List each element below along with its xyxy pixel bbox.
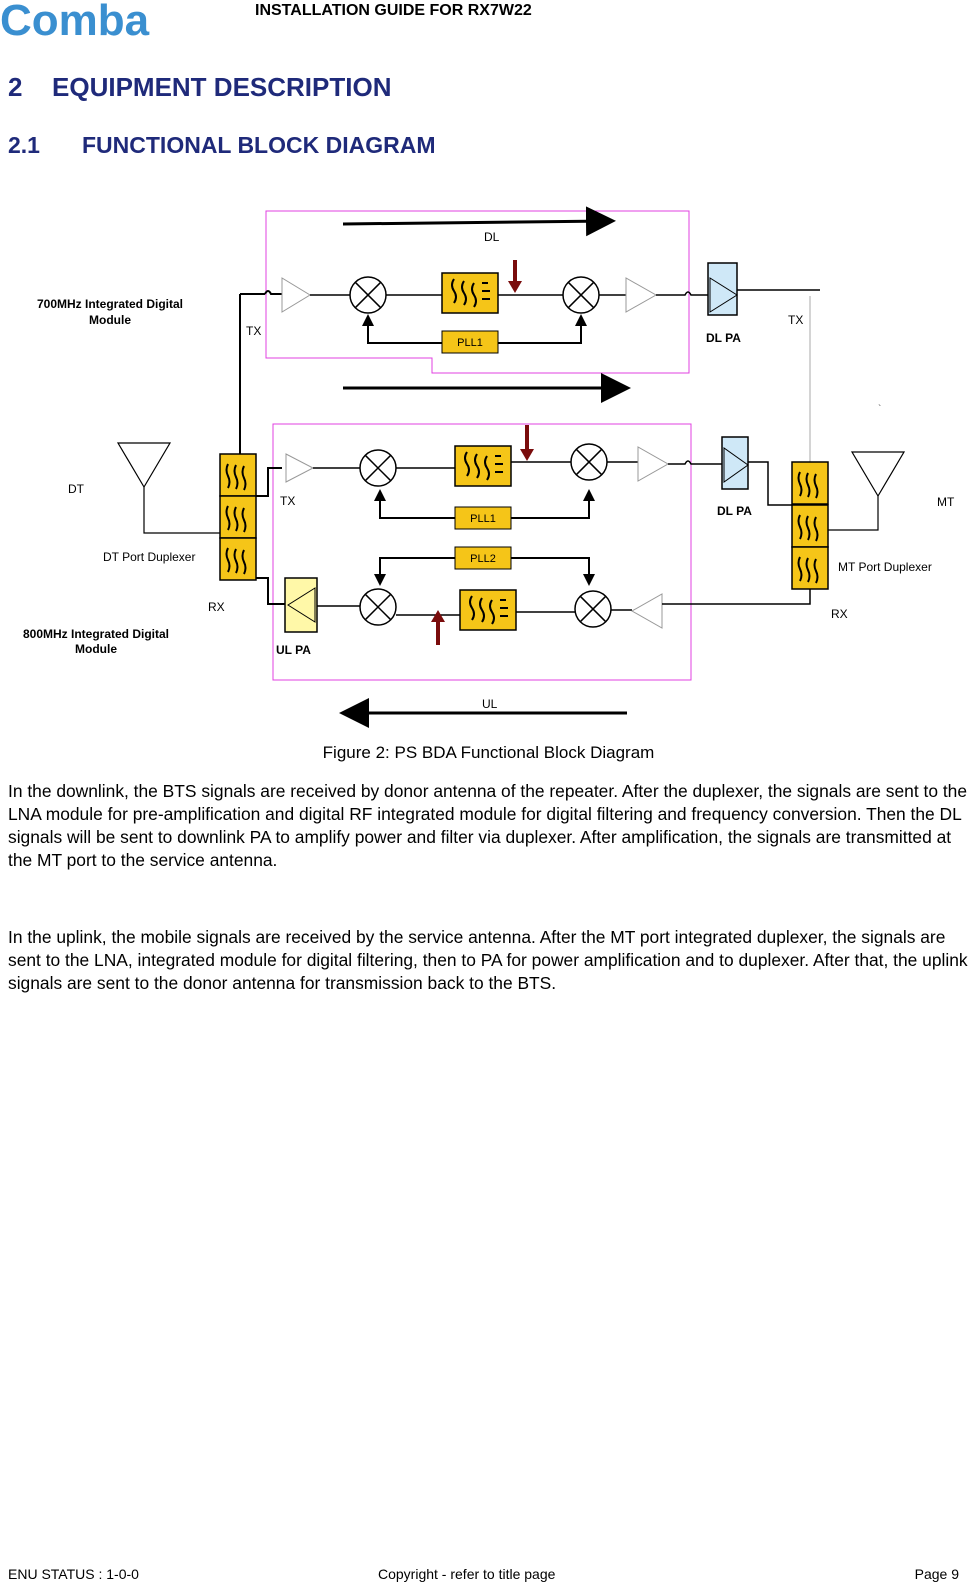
dt-duplexer-label: DT Port Duplexer <box>103 550 195 564</box>
rx-right-label: RX <box>831 607 848 621</box>
subsection-number: 2.1 <box>8 132 40 158</box>
dt-antenna-icon <box>116 442 172 489</box>
ul-label: UL <box>482 697 498 711</box>
footer-copyright: Copyright - refer to title page <box>378 1566 556 1582</box>
subsection-title: FUNCTIONAL BLOCK DIAGRAM <box>82 132 436 158</box>
comba-logo: Comba <box>0 0 150 42</box>
section-heading: 2 EQUIPMENT DESCRIPTION <box>8 72 391 103</box>
logo-text: Comba <box>0 0 150 42</box>
dt-duplexer-filter-2 <box>219 495 257 539</box>
red-arrow-top <box>508 281 522 293</box>
section-title: EQUIPMENT DESCRIPTION <box>52 72 392 102</box>
filter-mid-icon <box>454 445 512 487</box>
tx-mid-label: TX <box>280 494 295 508</box>
pll2-label: PLL2 <box>470 553 496 565</box>
dl-direction-arrow <box>342 206 616 237</box>
mixer-ul-1-icon <box>359 588 397 626</box>
mt-antenna-icon <box>850 451 906 498</box>
ul-pa-label: UL PA <box>276 643 311 657</box>
dl-pa-top-label: DL PA <box>706 331 741 345</box>
module-700-label-2: Module <box>89 313 131 327</box>
mt-duplexer-label: MT Port Duplexer <box>838 560 932 574</box>
subsection-heading: 2.1 FUNCTIONAL BLOCK DIAGRAM <box>8 132 436 159</box>
dt-duplexer-filter-3 <box>219 537 257 581</box>
figure-caption: Figure 2: PS BDA Functional Block Diagra… <box>322 743 655 762</box>
amp-top-icon <box>625 277 658 313</box>
tx-top-label: TX <box>246 324 261 338</box>
red-arrow-mid <box>520 449 534 461</box>
section-number: 2 <box>8 72 23 102</box>
lna-mid-icon <box>285 453 315 483</box>
mixer-top-2-icon <box>562 276 600 314</box>
rx-left-label: RX <box>208 600 225 614</box>
mixer-ul-2-icon <box>574 590 612 628</box>
pll1-top-label: PLL1 <box>457 337 483 349</box>
svg-text:`: ` <box>878 403 881 415</box>
footer-status: ENU STATUS : 1-0-0 <box>8 1566 139 1582</box>
mt-label: MT <box>937 495 955 509</box>
mixer-mid-2-icon <box>570 443 608 481</box>
module-800-label-2: Module <box>75 642 117 656</box>
dt-label: DT <box>68 482 85 496</box>
amp-mid-icon <box>637 446 670 482</box>
module-800-label-1: 800MHz Integrated Digital <box>23 627 169 641</box>
module-800-outline <box>272 423 692 681</box>
paragraph-uplink: In the uplink, the mobile signals are re… <box>8 927 968 993</box>
lna-top-icon <box>281 277 311 313</box>
mixer-top-1-icon <box>349 276 387 314</box>
dl-pa-mid-block <box>721 436 749 490</box>
mixer-mid-1-icon <box>359 449 397 487</box>
document-title: INSTALLATION GUIDE FOR RX7W22 <box>255 2 532 19</box>
red-arrow-ul <box>431 610 445 622</box>
dl-label: DL <box>484 230 500 244</box>
dl-pa-top-block <box>707 262 738 316</box>
functional-block-diagram: DL UL DT DT Port Duplexer 700MHz Integra… <box>23 206 955 728</box>
mt-duplexer-filter-2 <box>791 504 829 548</box>
ul-pa-block <box>284 577 318 633</box>
pll1-mid-label: PLL1 <box>470 513 496 525</box>
mt-duplexer-filter-3 <box>791 546 829 590</box>
filter-ul-icon <box>459 589 517 631</box>
module-700-label-1: 700MHz Integrated Digital <box>37 297 183 311</box>
dt-duplexer-filter-1 <box>219 453 257 497</box>
filter-top-icon <box>441 272 499 314</box>
module-700-outline <box>265 210 690 374</box>
dl-pa-mid-label: DL PA <box>717 504 752 518</box>
paragraph-downlink: In the downlink, the BTS signals are rec… <box>8 781 968 870</box>
tx-right-label: TX <box>788 313 803 327</box>
mt-duplexer-filter-1 <box>791 461 829 505</box>
footer-page-number: Page 9 <box>914 1566 959 1582</box>
lna-ul-icon <box>630 593 663 629</box>
